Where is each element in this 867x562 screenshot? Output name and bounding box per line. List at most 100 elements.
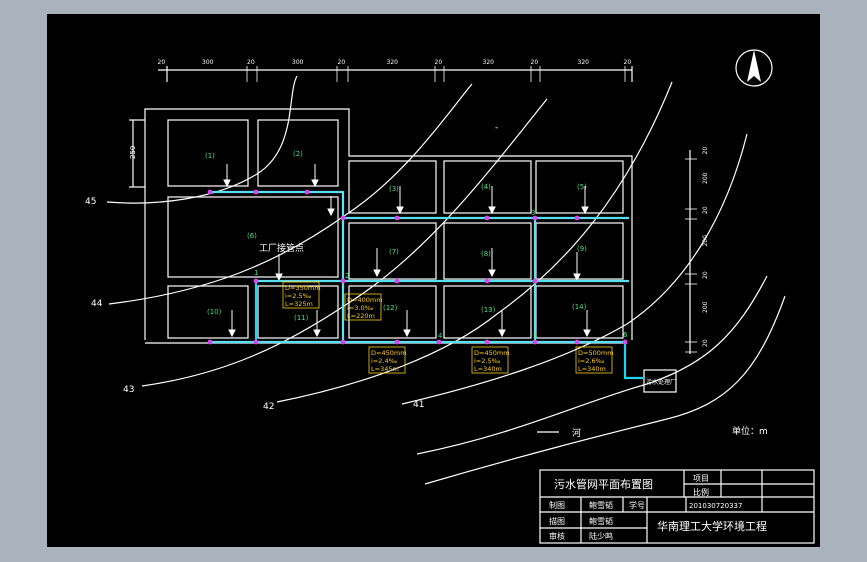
node-label: 3	[531, 209, 535, 217]
pipe-D-text: D=500mm	[578, 349, 614, 357]
block-label: (2)	[293, 150, 303, 158]
top-dim-label: 20	[531, 59, 539, 66]
block-label: (4)	[481, 183, 491, 191]
right-dim-label: 200	[702, 172, 709, 184]
node-label: 4	[438, 332, 443, 340]
top-dimension-labels: 20 300 20 300 20 320 20 320 20 320 20	[158, 59, 633, 82]
checked-label: 审核	[549, 531, 565, 541]
river-label: 河	[572, 427, 581, 439]
drawing-title: 污水管网平面布置图	[554, 477, 653, 491]
top-dim-label: 300	[292, 59, 304, 66]
node-label: 6	[623, 331, 628, 339]
block-label: (12)	[383, 304, 398, 312]
drafted-label: 描图	[549, 516, 565, 526]
top-dim-label: 320	[578, 59, 590, 66]
pipe-i-text: i=2.5‰	[474, 357, 501, 365]
contour-lines	[106, 75, 748, 405]
contour-label: 44	[91, 299, 103, 309]
manholes	[207, 189, 628, 345]
site-outline	[144, 108, 633, 340]
pipe-L-text: L=220m	[347, 312, 375, 320]
top-dim-label: 20	[338, 59, 346, 66]
scale-label: 比例	[693, 487, 709, 497]
block-label: (3)	[389, 185, 399, 193]
dash-mark: -	[495, 123, 498, 133]
student-no: 201030720337	[689, 502, 742, 510]
pipe-i-text: i=2.5‰	[285, 292, 312, 300]
pipe-D-text: D=450mm	[371, 349, 407, 357]
right-dimension-labels: 20 200 20 200 20 200 20	[685, 147, 709, 353]
unit-label: 单位：m	[732, 425, 768, 437]
pipe-D-text: D=350mm	[285, 284, 321, 292]
node-label: 1	[254, 269, 258, 277]
pipe-inner-lines	[210, 191, 629, 343]
block-label: (6)	[247, 232, 257, 240]
left-dim-label: 250	[129, 146, 137, 159]
flow-arrows	[223, 164, 591, 338]
drawn-label: 制图	[549, 500, 565, 510]
block-label: (9)	[577, 245, 587, 253]
block-label: (13)	[481, 306, 496, 314]
top-dim-label: 320	[483, 59, 495, 66]
pipe-L-text: L=325m	[285, 300, 313, 308]
block-label: (1)	[205, 152, 215, 160]
block-label: (14)	[572, 303, 587, 311]
right-dim-label: 20	[702, 206, 709, 214]
right-dim-label: 200	[702, 301, 709, 313]
block-label: (10)	[207, 308, 222, 316]
project-label: 项目	[693, 474, 709, 483]
pipe-L-text: L=340m	[474, 365, 502, 373]
node-label: 2	[345, 272, 349, 280]
drawn-name: 鲍雪韬	[589, 500, 613, 510]
contour-labels: 45 44 43 42 41	[85, 197, 424, 412]
pipe-i-text: i=2.6‰	[578, 357, 605, 365]
contour-label: 45	[85, 197, 96, 207]
title-block	[539, 469, 815, 544]
block-label: (7)	[389, 248, 399, 256]
node-numbers: 1 2 3 4 5 6	[254, 209, 628, 340]
treatment-plant-label: 污水处理厂	[646, 378, 676, 386]
block-label: (8)	[481, 250, 491, 258]
right-dim-label: 200	[702, 235, 709, 247]
pipe-D-text: D=450mm	[474, 349, 510, 357]
block-numbers: (1) (2) (3) (4) (5) (6) (7) (8) (9) (10)…	[205, 150, 587, 322]
right-dim-label: 20	[702, 339, 709, 347]
top-dim-label: 20	[624, 59, 632, 66]
treatment-plant-box	[643, 369, 677, 393]
node-label: 5	[533, 332, 537, 340]
contour-label: 41	[413, 400, 424, 410]
north-arrow-icon	[735, 49, 773, 87]
block-label: (11)	[294, 314, 309, 322]
river-banks	[416, 275, 786, 485]
pipe-i-text: i=3.0‰	[347, 304, 374, 312]
right-dim-label: 20	[702, 147, 709, 155]
top-dim-label: 20	[158, 59, 166, 66]
student-no-label: 学号	[629, 500, 645, 510]
pipe-i-text: i=2.4‰	[371, 357, 398, 365]
top-dim-label: 20	[435, 59, 443, 66]
school-name: 华南理工大学环境工程	[657, 519, 767, 533]
block-label: (5)	[577, 183, 587, 191]
top-dimension-line	[158, 66, 633, 82]
pipe-L-text: L=345m	[371, 365, 399, 373]
pipe-D-text: D=400mm	[347, 296, 383, 304]
factory-connection-label: 工厂接管点	[259, 242, 304, 254]
top-dim-label: 320	[387, 59, 399, 66]
pipe-L-text: L=340m	[578, 365, 606, 373]
contour-label: 42	[263, 402, 274, 412]
drafted-name: 鲍雪韬	[589, 516, 613, 526]
top-dim-label: 20	[247, 59, 255, 66]
checked-name: 陆少鸣	[589, 531, 613, 541]
top-dim-label: 300	[202, 59, 214, 66]
contour-label: 43	[123, 385, 134, 395]
right-dim-label: 20	[702, 271, 709, 279]
left-dimension: 250	[129, 119, 145, 188]
